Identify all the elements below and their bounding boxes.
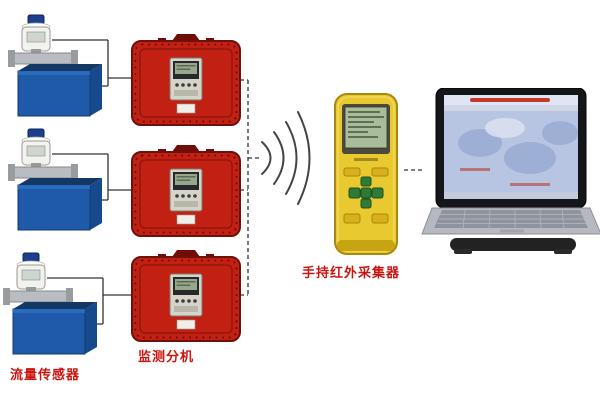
handheld-dpad-center bbox=[360, 187, 372, 199]
case-handle bbox=[172, 250, 200, 257]
monitor-case-1 bbox=[130, 32, 242, 127]
handheld-infrared-collector bbox=[330, 92, 402, 257]
flow-sensor-3 bbox=[3, 252, 98, 357]
handheld-key bbox=[343, 213, 361, 224]
laptop-stand bbox=[450, 238, 576, 251]
tank-front bbox=[12, 308, 86, 355]
handheld-key bbox=[343, 167, 361, 177]
case-tag bbox=[176, 103, 196, 114]
sensor-pipe bbox=[9, 166, 77, 179]
case-handle bbox=[172, 145, 200, 152]
laptop-touchpad bbox=[500, 229, 524, 233]
flow-sensor-1 bbox=[8, 14, 103, 119]
case-tag bbox=[176, 214, 196, 225]
transmitter-display bbox=[21, 269, 41, 281]
case-tag bbox=[176, 319, 196, 330]
handheld-dpad-left bbox=[348, 187, 361, 199]
case-bus-dashed-line bbox=[240, 79, 260, 296]
tank-front bbox=[17, 184, 91, 231]
transmitter-display bbox=[26, 145, 46, 157]
handheld-dpad-down bbox=[360, 198, 372, 209]
monitor-unit-label: 监测分机 bbox=[138, 349, 195, 364]
handheld-dpad-right bbox=[371, 187, 384, 199]
flow-sensor-2 bbox=[8, 128, 103, 233]
tank-front bbox=[17, 70, 91, 117]
laptop-screen-title-bar bbox=[470, 98, 550, 102]
tank-top bbox=[18, 64, 102, 71]
transmitter-cap bbox=[22, 252, 40, 263]
monitor-case-2 bbox=[130, 143, 242, 238]
handheld-key bbox=[371, 213, 389, 224]
laptop-screen-content bbox=[458, 118, 578, 186]
case-handle bbox=[172, 34, 200, 41]
tank-top bbox=[13, 302, 97, 309]
handheld-collector-label: 手持红外采集器 bbox=[302, 265, 401, 280]
sensor-pipe bbox=[4, 290, 72, 303]
tank-top bbox=[18, 178, 102, 185]
handheld-dpad-up bbox=[360, 176, 372, 187]
transmitter-cap bbox=[27, 128, 45, 139]
handheld-key bbox=[371, 167, 389, 177]
transmitter-display bbox=[26, 31, 46, 43]
monitor-case-3 bbox=[130, 248, 242, 343]
sensor-pipe bbox=[9, 52, 77, 65]
flow-sensor-label: 流量传感器 bbox=[10, 367, 81, 382]
wireless-signal-icon bbox=[261, 111, 311, 205]
laptop bbox=[420, 87, 600, 263]
